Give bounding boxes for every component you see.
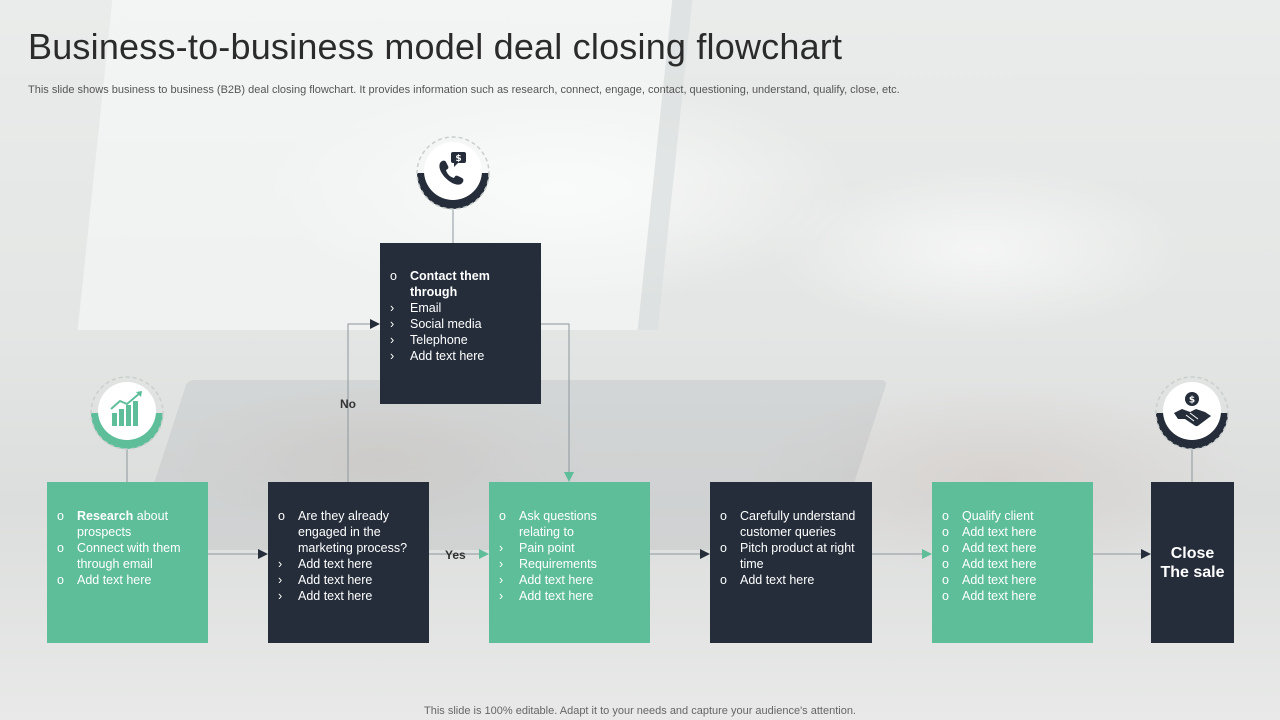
close-sale-line1: Close bbox=[1170, 544, 1215, 562]
no-label: No bbox=[340, 397, 356, 411]
yes-label: Yes bbox=[445, 548, 466, 562]
list-item: ›Add text here bbox=[278, 573, 373, 587]
list-item: ›Add text here bbox=[278, 589, 373, 603]
slide-subtitle: This slide shows business to business (B… bbox=[28, 84, 900, 96]
list-item: ›Social media bbox=[390, 317, 482, 331]
research-icon-badge bbox=[90, 376, 164, 450]
contact-icon-badge: $ bbox=[416, 136, 490, 210]
close-sale-box: Close The sale bbox=[1151, 482, 1234, 643]
close-icon-badge: $ bbox=[1155, 376, 1229, 450]
list-item: ›Email bbox=[390, 301, 442, 315]
list-item: ›Add text here bbox=[390, 349, 485, 363]
list-item: ›Requirements bbox=[499, 557, 597, 571]
list-item: ›Add text here bbox=[499, 573, 594, 587]
list-item: ›Add text here bbox=[499, 589, 594, 603]
slide-footer: This slide is 100% editable. Adapt it to… bbox=[424, 705, 856, 717]
list-item: ›Pain point bbox=[499, 541, 575, 555]
close-sale-line2: The sale bbox=[1160, 563, 1225, 581]
list-item: ›Add text here bbox=[278, 557, 373, 571]
slide-title: Business-to-business model deal closing … bbox=[28, 26, 843, 67]
connector-contact-ask bbox=[541, 323, 574, 482]
list-item: ›Telephone bbox=[390, 333, 468, 347]
handshake-dollar-icon: $ bbox=[1174, 392, 1211, 427]
connector-engaged-contact bbox=[347, 319, 380, 482]
svg-text:$: $ bbox=[455, 154, 461, 164]
growth-chart-icon bbox=[110, 391, 142, 426]
svg-text:$: $ bbox=[1189, 396, 1195, 406]
phone-message-icon: $ bbox=[439, 152, 466, 185]
